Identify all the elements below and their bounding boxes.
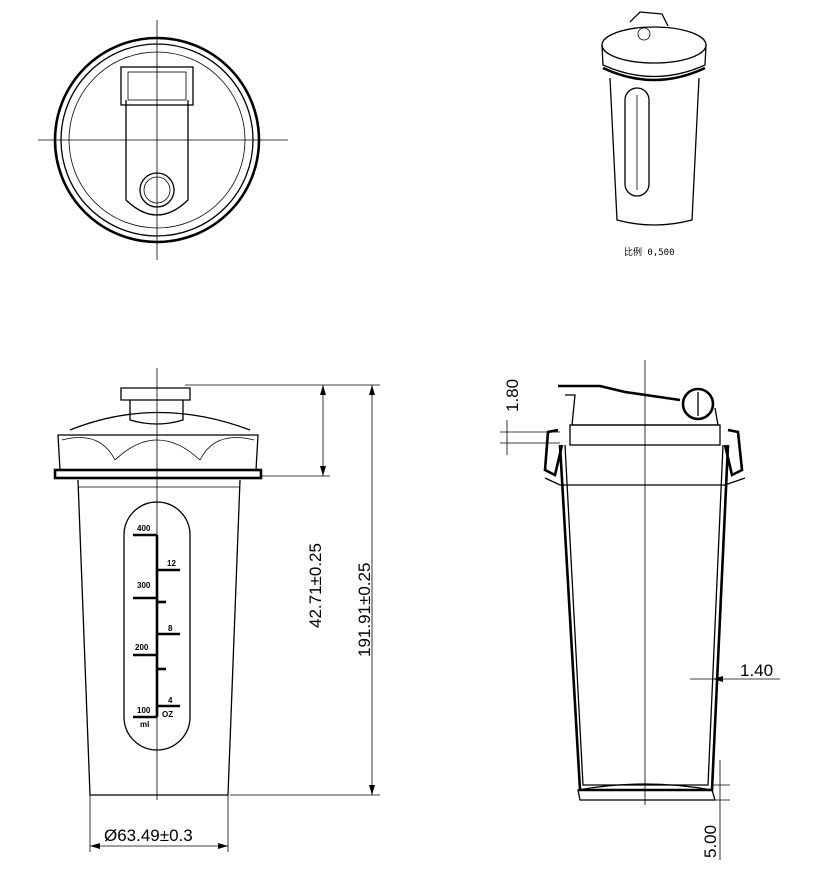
- measurement-gauge: 400 300 200 100 ml 12 8 4 OZ: [133, 524, 180, 729]
- scale-note: 比例 0,500: [624, 246, 675, 258]
- ml-label-400: 400: [137, 524, 151, 533]
- ml-label-200: 200: [135, 643, 149, 652]
- wall-thickness-dimension: 1.40: [740, 661, 773, 680]
- total-height-dimension: 191.91±0.25: [355, 563, 374, 657]
- perspective-view: 比例 0,500: [601, 11, 707, 258]
- ml-label-100: 100: [137, 706, 151, 715]
- top-view: [38, 20, 288, 260]
- ml-unit: ml: [140, 720, 149, 729]
- front-view: 400 300 200 100 ml 12 8 4 OZ 42.71±0.25 …: [53, 368, 380, 852]
- oz-label-12: 12: [167, 559, 176, 568]
- ml-label-300: 300: [137, 581, 151, 590]
- base-diameter-dimension: Ø63.49±0.3: [104, 826, 193, 845]
- oz-label-8: 8: [168, 624, 173, 633]
- lid-height-dimension: 42.71±0.25: [306, 543, 325, 628]
- flip-cap-dimension: 1.80: [503, 379, 522, 412]
- oz-label-4: 4: [168, 696, 173, 705]
- base-recess-dimension: 5.00: [701, 825, 720, 858]
- section-view: 1.80 1.40 5.00: [500, 360, 780, 860]
- oz-unit: OZ: [162, 710, 173, 719]
